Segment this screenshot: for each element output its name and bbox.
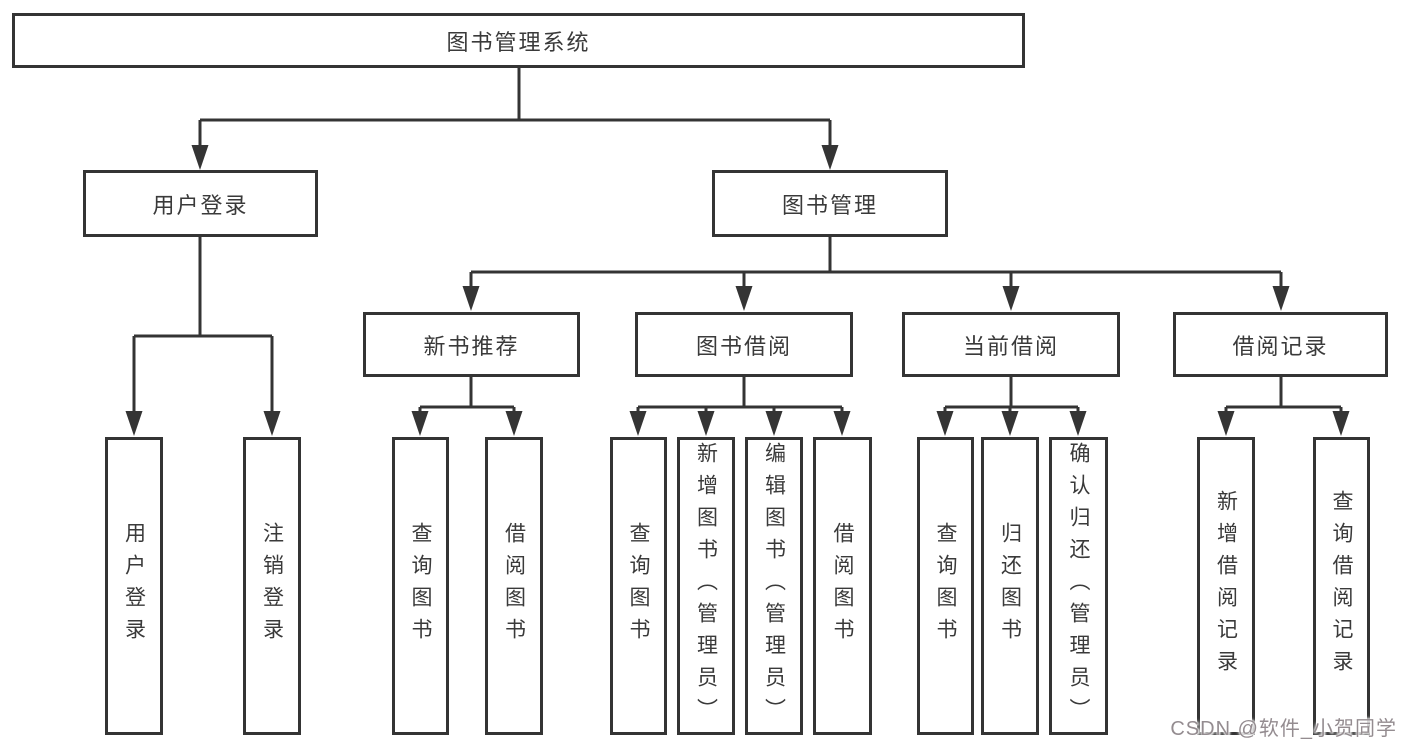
leaf-query-books-recommend: 查询图书 (392, 437, 449, 735)
leaf-query-borrow-record: 查询借阅记录 (1313, 437, 1370, 735)
node-borrowing-records: 借阅记录 (1173, 312, 1388, 377)
leaf-add-books-admin: 新增图书（管理员） (677, 437, 735, 735)
node-current-borrowing: 当前借阅 (902, 312, 1120, 377)
leaf-return-books: 归还图书 (981, 437, 1039, 735)
node-user-login: 用户登录 (83, 170, 318, 237)
leaf-borrow-books-recommend: 借阅图书 (485, 437, 543, 735)
leaf-borrow-books-borrowing: 借阅图书 (813, 437, 872, 735)
leaf-edit-books-admin: 编辑图书（管理员） (745, 437, 803, 735)
leaf-confirm-return-admin: 确认归还（管理员） (1049, 437, 1108, 735)
leaf-query-books-borrowing: 查询图书 (610, 437, 667, 735)
node-book-borrowing: 图书借阅 (635, 312, 853, 377)
leaf-query-books-current: 查询图书 (917, 437, 974, 735)
node-book-management-system: 图书管理系统 (12, 13, 1025, 68)
leaf-add-borrow-record: 新增借阅记录 (1197, 437, 1255, 735)
node-book-management: 图书管理 (712, 170, 948, 237)
csdn-watermark: CSDN @软件_小贺同学 (1170, 718, 1397, 740)
leaf-user-login: 用户登录 (105, 437, 163, 735)
leaf-logout: 注销登录 (243, 437, 301, 735)
node-new-book-recommendation: 新书推荐 (363, 312, 580, 377)
